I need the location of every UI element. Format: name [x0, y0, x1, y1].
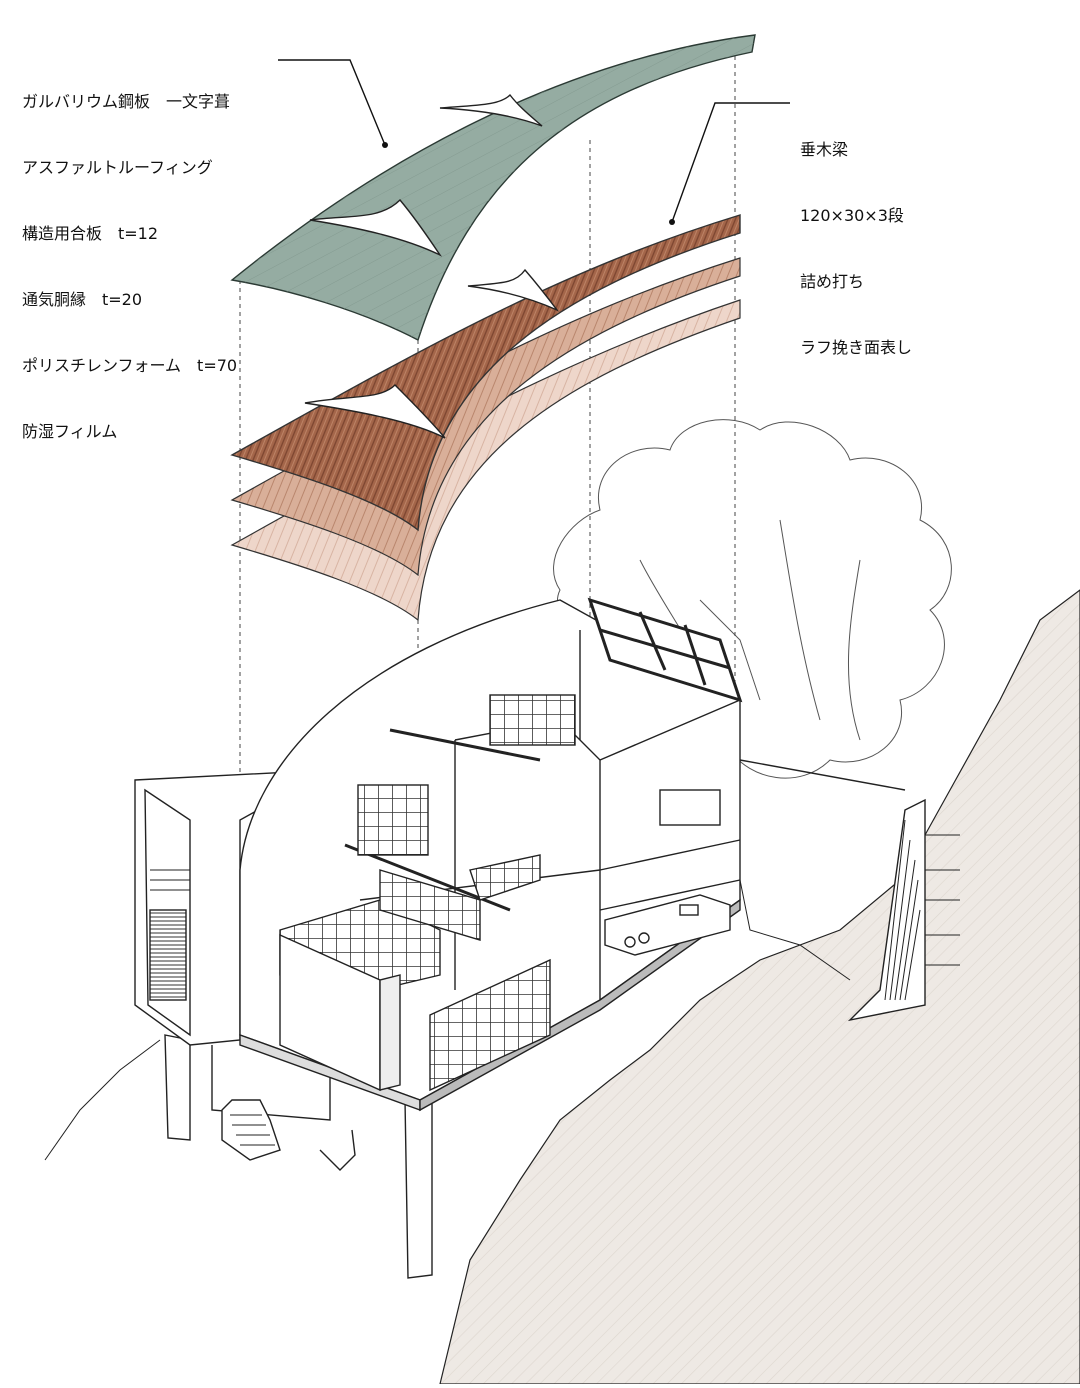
louver-window: [149, 909, 187, 1001]
rafter-label-1: 垂木梁: [800, 140, 849, 159]
roof-layer-annotation: ガルバリウム鋼板 一文字葺 アスファルトルーフィング 構造用合板 t=12 通気…: [22, 47, 237, 465]
roof-layer-label-2: アスファルトルーフィング: [22, 158, 213, 177]
rafter-label-2: 120×30×3段: [800, 206, 904, 225]
rafter-label-3: 詰め打ち: [800, 272, 865, 291]
bookshelf-grid-upper: [357, 784, 429, 856]
roof-layer-label-3: 構造用合板 t=12: [22, 224, 159, 243]
rafter-skylight-opening-2: [467, 268, 560, 312]
bookshelf-grid-top: [489, 694, 576, 746]
leader-dot-rafters: [669, 219, 675, 225]
roof-layer-label-4: 通気胴縁 t=20: [22, 290, 143, 309]
rafter-skylight-opening: [304, 384, 446, 439]
roof-layer-label-5: ポリスチレンフォーム t=70: [22, 356, 238, 375]
leader-dot-roof: [382, 142, 388, 148]
building-section: [134, 597, 960, 1279]
leader-line-rafters: [671, 102, 790, 223]
roof-layer-label-6: 防湿フィルム: [22, 422, 118, 441]
rafter-label-4: ラフ挽き面表し: [800, 338, 913, 357]
roof-layer-rafters: [230, 214, 741, 532]
rafter-annotation: 垂木梁 120×30×3段 詰め打ち ラフ挽き面表し: [800, 95, 912, 381]
bookshelf-grid-middle: [379, 869, 481, 941]
roof-skylight-opening-2: [439, 93, 543, 127]
leader-line-roof: [278, 59, 386, 146]
slope-line-left: [44, 1039, 161, 1161]
roof-layer-label-1: ガルバリウム鋼板 一文字葺: [22, 92, 231, 111]
roof-seam-lines: [232, 35, 755, 340]
bookshelf-grid-front: [429, 958, 551, 1092]
roof-skylight-opening: [309, 198, 443, 257]
